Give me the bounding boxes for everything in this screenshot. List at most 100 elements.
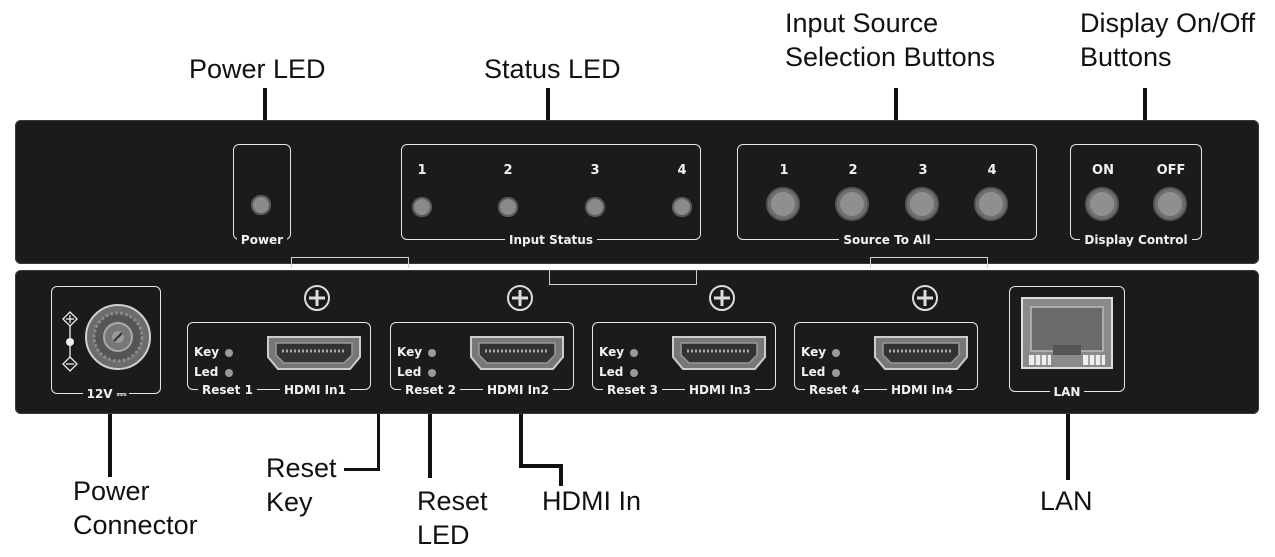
key-label-4: Key <box>801 345 827 359</box>
reset-key-3[interactable] <box>630 349 638 357</box>
reset-key-1[interactable] <box>225 349 233 357</box>
display-control-label: Display Control <box>1080 233 1192 247</box>
callout-input-source-line1: Input Source <box>785 8 939 38</box>
source-to-all-label: Source To All <box>839 233 935 247</box>
callout-power-connector-line1: Power <box>73 476 150 506</box>
reset-key-4[interactable] <box>832 349 840 357</box>
power-led <box>251 195 271 215</box>
source-number-4: 4 <box>987 163 997 178</box>
callout-reset-key: Reset Key <box>266 451 337 519</box>
front-panel: Power 1 2 3 4 Input Status 1 2 3 4 Sourc… <box>15 120 1259 268</box>
source-button-2[interactable] <box>835 187 869 221</box>
hdmi-label-3: HDMI In3 <box>685 383 755 397</box>
hdmi-port-frame-3: Key Led Reset 3 HDMI In3 <box>592 322 776 397</box>
leader-input-source <box>894 88 898 146</box>
hdmi-port-frame-2: Key Led Reset 2 HDMI In2 <box>390 322 574 397</box>
reset-led-4 <box>832 369 840 377</box>
power-jack-icon <box>85 304 151 370</box>
leader-hdmi-in-v2 <box>559 464 563 486</box>
power-frame: Power <box>233 144 291 247</box>
input-status-label: Input Status <box>505 233 597 247</box>
key-label-3: Key <box>599 345 625 359</box>
hdmi-port-icon-2[interactable] <box>469 335 565 371</box>
callout-reset-key-line2: Key <box>266 487 313 517</box>
callout-reset-led-line1: Reset <box>417 486 488 516</box>
key-label-1: Key <box>194 345 220 359</box>
source-button-4[interactable] <box>974 187 1008 221</box>
power-label: Power <box>236 233 288 247</box>
leader-lan <box>1066 400 1070 480</box>
hdmi-port-icon-3[interactable] <box>671 335 767 371</box>
status-led-1 <box>412 197 432 217</box>
power-connector-frame: 12V ⎓ <box>51 286 161 401</box>
off-label: OFF <box>1156 163 1186 178</box>
input-status-frame: 1 2 3 4 Input Status <box>401 144 701 247</box>
source-button-3[interactable] <box>905 187 939 221</box>
screw-icon-2 <box>507 285 533 311</box>
led-label-4: Led <box>801 365 826 379</box>
reset-key-2[interactable] <box>428 349 436 357</box>
callout-display-onoff-line1: Display On/Off <box>1080 8 1256 38</box>
status-number-1: 1 <box>417 163 427 178</box>
source-button-1[interactable] <box>766 187 800 221</box>
led-label-2: Led <box>397 365 422 379</box>
leader-power-connector <box>108 412 112 477</box>
polarity-icon <box>62 311 78 372</box>
leader-status-led <box>546 88 550 146</box>
status-number-2: 2 <box>503 163 513 178</box>
reset-led-3 <box>630 369 638 377</box>
status-led-4 <box>672 197 692 217</box>
source-to-all-frame: 1 2 3 4 Source To All <box>737 144 1037 247</box>
hdmi-port-icon-1[interactable] <box>266 335 362 371</box>
callout-reset-led-line2: LED <box>417 520 470 550</box>
leader-reset-led <box>428 400 432 478</box>
screw-icon-3 <box>709 285 735 311</box>
screw-icon-4 <box>912 285 938 311</box>
display-off-button[interactable] <box>1153 187 1187 221</box>
leader-display-onoff <box>1143 88 1147 146</box>
reset-label-4: Reset 4 <box>805 383 864 397</box>
led-label-1: Led <box>194 365 219 379</box>
status-led-2 <box>498 197 518 217</box>
callout-reset-led: Reset LED <box>417 484 488 552</box>
callout-hdmi-in: HDMI In <box>542 486 642 516</box>
screw-icon-1 <box>304 285 330 311</box>
reset-led-1 <box>225 369 233 377</box>
hdmi-port-icon-4[interactable] <box>873 335 969 371</box>
source-number-2: 2 <box>848 163 858 178</box>
hdmi-label-4: HDMI In4 <box>887 383 957 397</box>
lan-frame: LAN <box>1009 286 1125 399</box>
hdmi-port-frame-1: Key Led Reset 1 HDMI In1 <box>187 322 371 397</box>
callout-input-source: Input Source Selection Buttons <box>785 6 995 74</box>
callout-reset-key-line1: Reset <box>266 453 337 483</box>
key-label-2: Key <box>397 345 423 359</box>
front-panel-tab-left <box>291 257 409 268</box>
power-12v-label: 12V ⎓ <box>82 387 130 401</box>
display-on-button[interactable] <box>1085 187 1119 221</box>
callout-power-connector: Power Connector <box>73 474 198 542</box>
hdmi-label-2: HDMI In2 <box>483 383 553 397</box>
callout-display-onoff-line2: Buttons <box>1080 42 1172 72</box>
leader-reset-key-h2 <box>344 468 380 471</box>
leader-hdmi-in-h <box>519 464 563 468</box>
rear-panel: 12V ⎓ Key Led Reset 1 HDMI In1 Key Led R… <box>15 270 1259 414</box>
hdmi-port-frame-4: Key Led Reset 4 HDMI In4 <box>794 322 978 397</box>
callout-input-source-line2: Selection Buttons <box>785 42 996 72</box>
status-number-3: 3 <box>590 163 600 178</box>
callout-power-led: Power LED <box>189 54 326 84</box>
front-panel-tab-right <box>870 257 988 268</box>
status-number-4: 4 <box>677 163 687 178</box>
display-control-frame: ON OFF Display Control <box>1070 144 1202 247</box>
callout-lan: LAN <box>1040 486 1093 516</box>
source-number-3: 3 <box>918 163 928 178</box>
reset-label-3: Reset 3 <box>603 383 662 397</box>
lan-label: LAN <box>1049 385 1085 399</box>
rear-panel-tab <box>549 270 697 285</box>
lan-port-icon[interactable] <box>1021 297 1113 369</box>
reset-label-1: Reset 1 <box>198 383 257 397</box>
leader-hdmi-in-v1 <box>519 400 523 468</box>
source-number-1: 1 <box>779 163 789 178</box>
callout-display-onoff: Display On/Off Buttons <box>1080 6 1255 74</box>
callout-power-connector-line2: Connector <box>73 510 198 540</box>
reset-label-2: Reset 2 <box>401 383 460 397</box>
